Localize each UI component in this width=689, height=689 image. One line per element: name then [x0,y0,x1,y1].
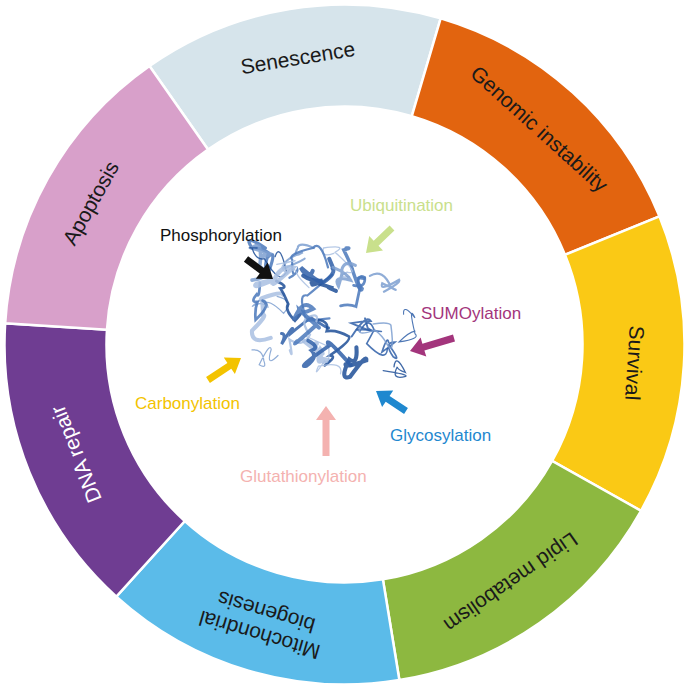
ring-segment [5,66,208,330]
protein-ribbon [289,246,328,278]
segment-text: Survival [620,325,649,401]
protein-ribbon [301,259,334,283]
protein-ribbon [304,341,351,367]
modification-arrow [410,335,455,357]
protein-ribbon [304,341,329,362]
protein-ribbon [344,248,364,290]
modification-label: Glutathionylation [240,467,367,487]
protein-ribbon [382,340,397,358]
protein-ribbon [277,261,309,288]
modification-label: SUMOylation [421,304,521,324]
ring-segment-label: Survival [620,325,649,401]
protein-ribbon [295,305,319,344]
modification-arrow [366,226,394,254]
protein-ribbon [383,361,406,377]
ring-segment [412,18,660,254]
modification-arrow [244,256,273,279]
ring-segment [4,323,184,596]
modification-label: Phosphorylation [160,226,282,246]
modification-arrow [316,406,336,456]
protein-ribbon [399,309,416,341]
protein-ribbon [333,263,355,286]
modification-arrow [206,357,241,383]
protein-ribbon [359,323,392,348]
ring-segment [552,216,684,510]
protein-ribbon [253,283,266,320]
protein-ribbon [370,274,399,292]
protein-ribbon [252,347,278,366]
modification-label: Ubiquitination [350,196,453,216]
modification-arrow [376,390,408,414]
ring-segment [383,461,641,680]
protein-structure [249,241,416,378]
modification-label: Carbonylation [135,394,240,414]
protein-ribbon [351,318,371,336]
modification-label: Glycosylation [390,426,491,446]
